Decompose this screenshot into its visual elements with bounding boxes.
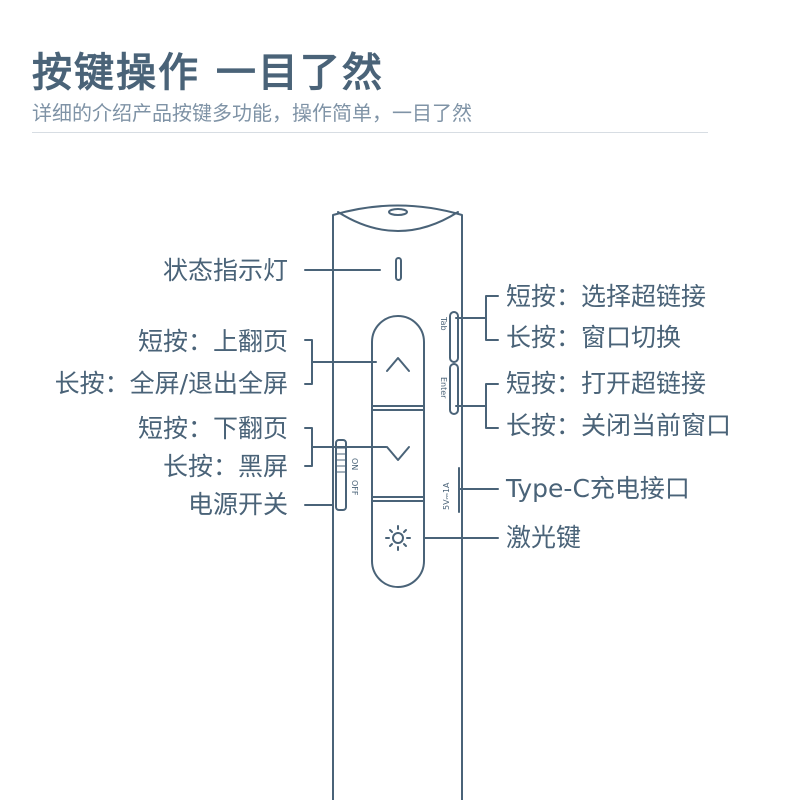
on-device-text: ON	[350, 458, 359, 470]
label-up-short: 短按：上翻页	[137, 327, 288, 356]
enter-device-text: Enter	[439, 377, 448, 399]
label-tab-short: 短按：选择超链接	[506, 282, 707, 311]
nav-button-group	[371, 315, 425, 588]
label-down-short: 短按：下翻页	[137, 414, 288, 443]
up-arrow-icon	[386, 357, 410, 372]
device-top-hole	[388, 208, 408, 216]
header-divider	[32, 132, 708, 133]
status-indicator	[395, 257, 402, 281]
label-up-long: 长按：全屏/退出全屏	[54, 369, 288, 398]
label-enter-long: 长按：关闭当前窗口	[506, 411, 732, 440]
port-device-text: 5V⎓1A	[442, 482, 451, 510]
device-top-cap	[337, 211, 459, 232]
label-status-light: 状态指示灯	[162, 256, 288, 285]
label-tab-long: 长按：窗口切换	[506, 323, 682, 352]
page-title: 按键操作 一目了然	[32, 50, 384, 96]
label-power: 电源开关	[187, 490, 288, 519]
off-device-text: OFF	[350, 480, 359, 496]
label-typec: Type-C充电接口	[506, 474, 690, 503]
page-subtitle: 详细的介绍产品按键多功能，操作简单，一目了然	[32, 101, 472, 125]
tab-device-text: Tab	[439, 316, 448, 331]
power-switch	[335, 439, 347, 511]
tab-side-button	[449, 311, 459, 363]
laser-icon	[385, 525, 411, 551]
down-arrow-icon	[386, 446, 410, 461]
label-laser: 激光键	[506, 523, 582, 552]
power-switch-grip	[337, 447, 345, 473]
label-enter-short: 短按：打开超链接	[506, 369, 707, 398]
enter-side-button	[449, 363, 459, 415]
label-down-long: 长按：黑屏	[162, 452, 288, 481]
